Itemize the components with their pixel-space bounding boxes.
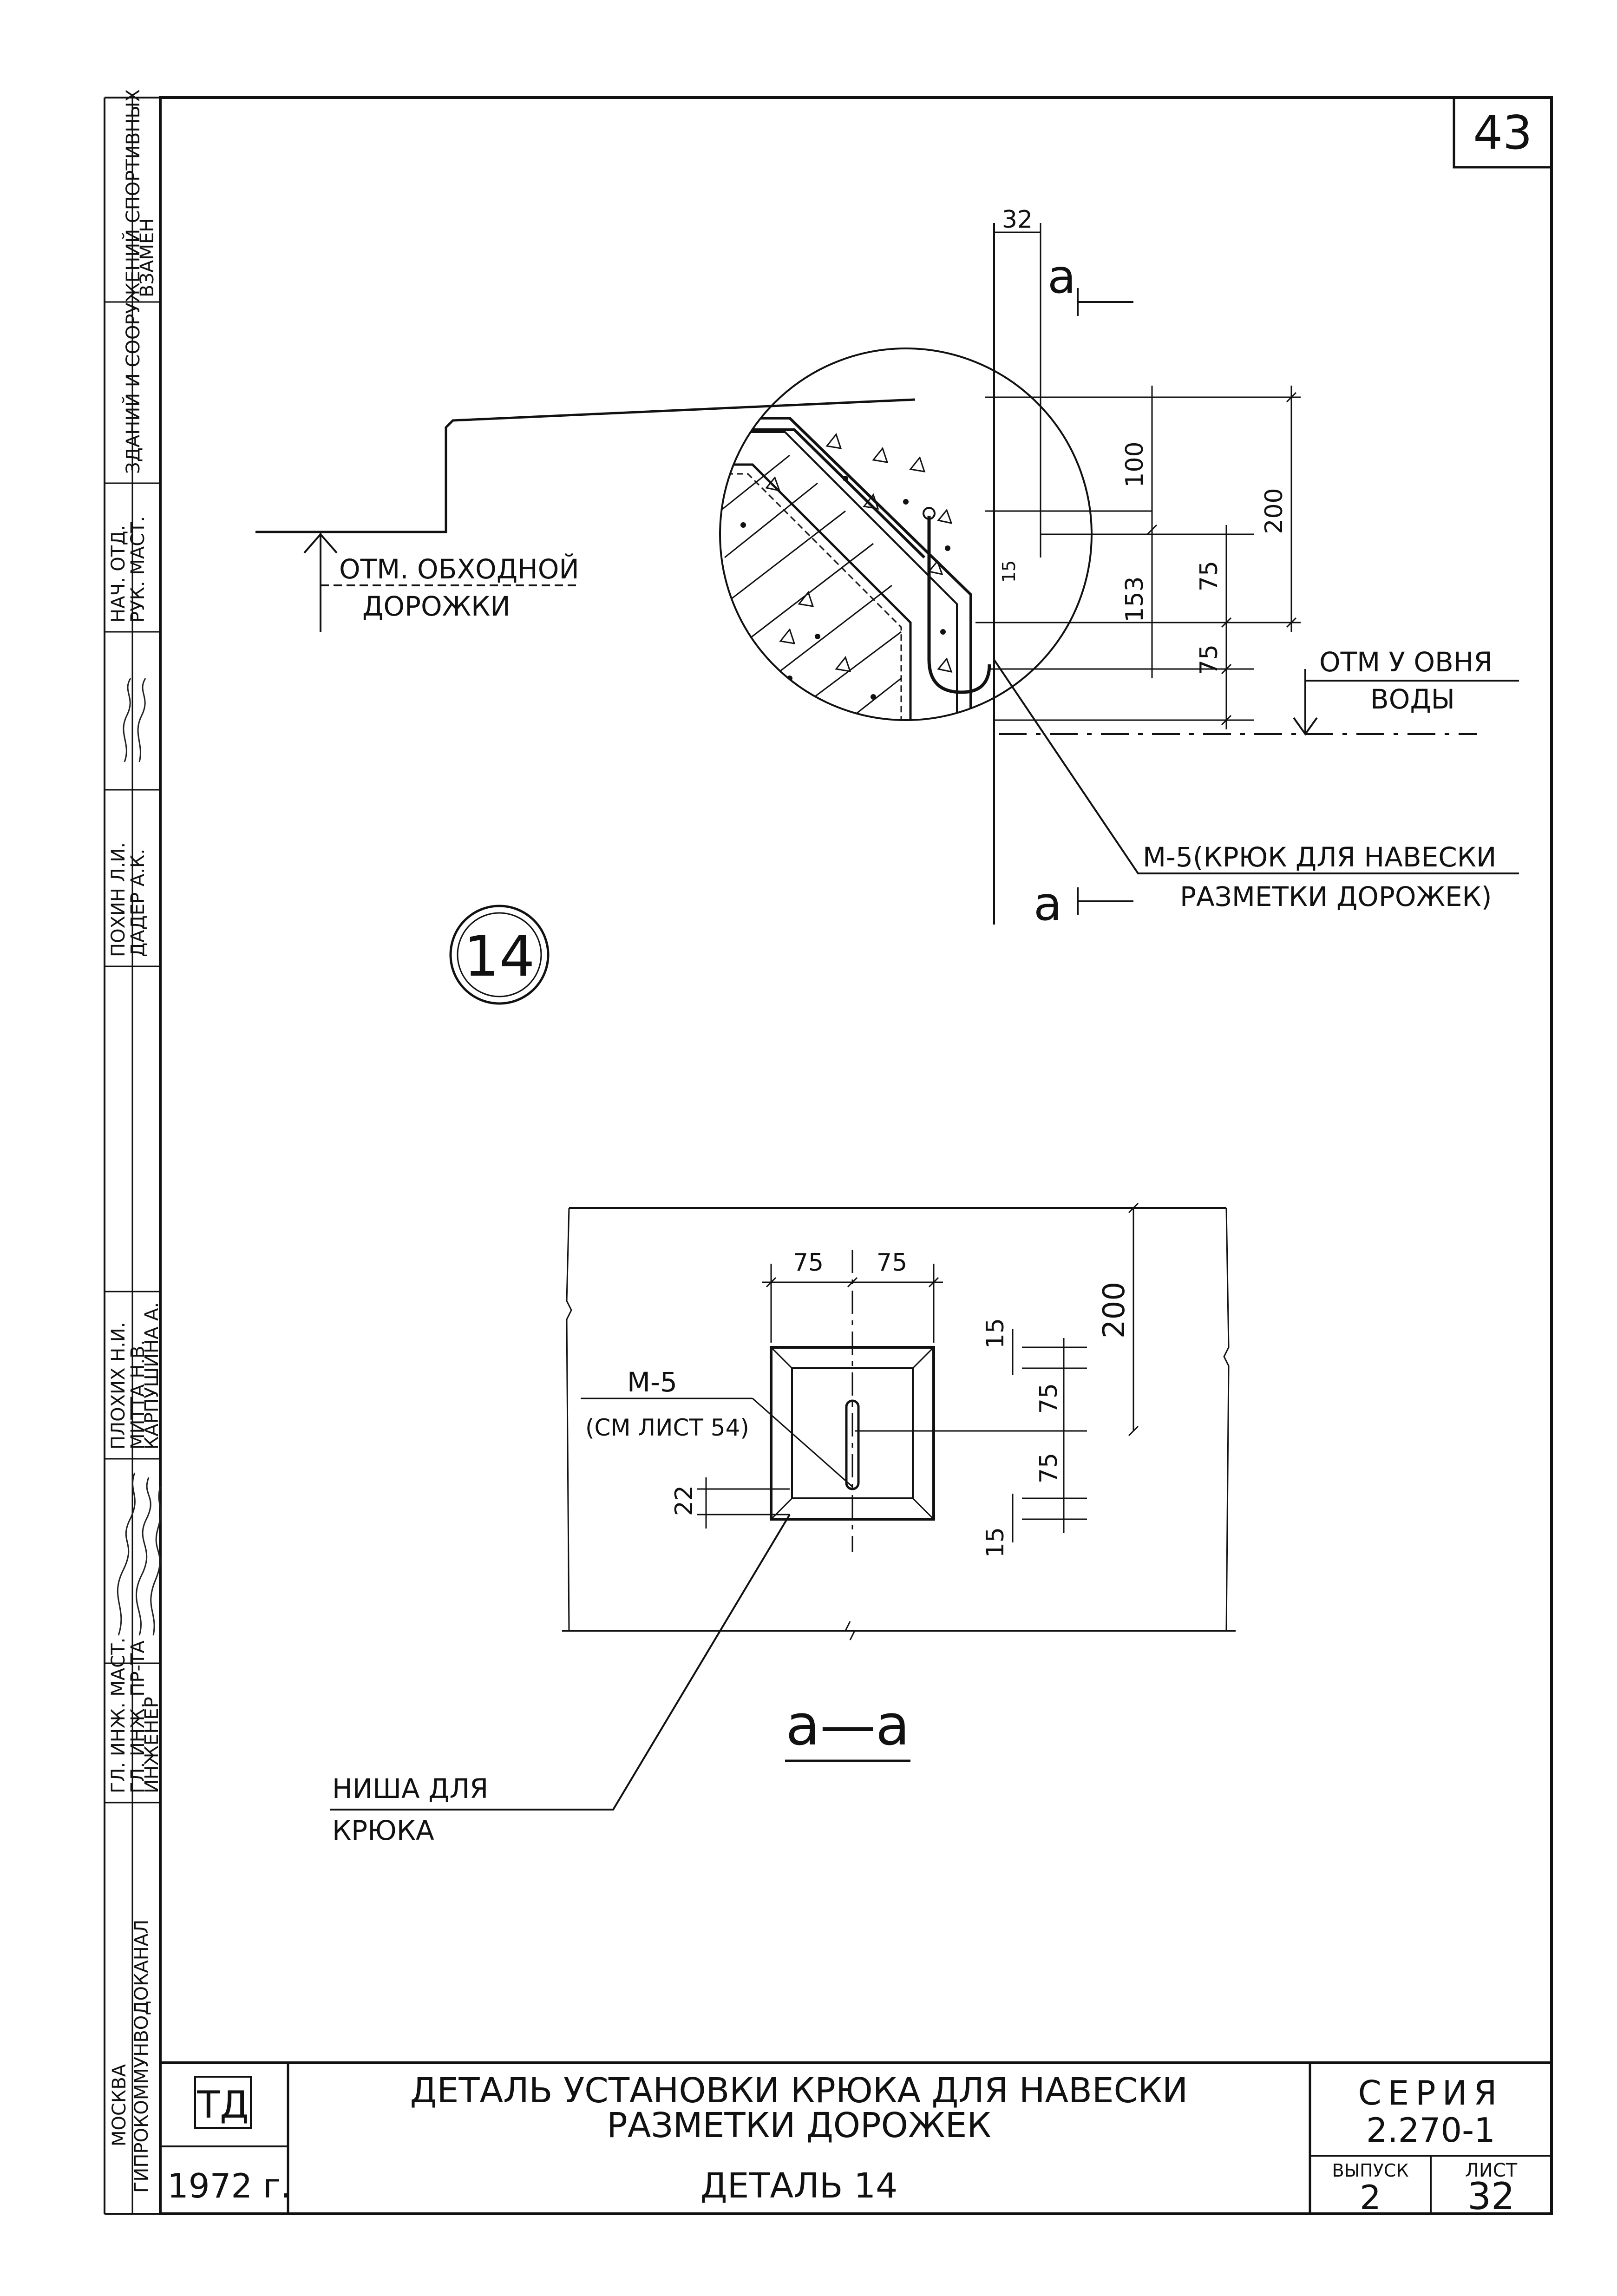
dim-75a: 75 [1195,561,1223,591]
dim-75b: 75 [1195,644,1223,675]
callout-a-bottom: a [1034,877,1062,931]
section-view [562,1207,1236,1640]
logo-td: ТД [194,2076,252,2129]
logo-text: ТД [196,2083,249,2126]
stamp-name-3: КАРПУШИНА А. [141,1302,163,1450]
sheet-value: 32 [1467,2175,1515,2218]
title-block [160,2061,1552,2214]
title-line1: ДЕТАЛЬ УСТАНОВКИ КРЮКА ДЛЯ НАВЕСКИ [410,2071,1188,2111]
top-dimension-lines [975,223,1301,729]
stamp-swap: ВЗАМЕН [137,218,158,297]
section-dimension-lines [697,1202,1139,1542]
issue-label: ВЫПУСК [1332,2160,1409,2181]
stamp-role-1: ГЛ. ИНЖ. МАСТ. [108,1638,129,1793]
stamp-org-1: МОСКВА [109,2064,130,2146]
title-line2: РАЗМЕТКИ ДОРОЖЕК [607,2106,991,2145]
water-mark-line2: ВОДЫ [1370,683,1455,715]
sec-dim-75a: 75 [793,1249,824,1277]
stamp-role-3: ГЛ. ИНЖ. ПР-ТА [127,1640,149,1793]
subtitle: ДЕТАЛЬ 14 [700,2166,898,2206]
dim-15: 15 [999,560,1019,583]
hook-label-line2: РАЗМЕТКИ ДОРОЖЕК) [1180,881,1492,912]
stamp-name-1: ПЛОХИХ Н.И. [108,1322,129,1450]
sec-dim-22: 22 [670,1485,698,1516]
stamp-role-5: ИНЖЕНЕР [141,1697,163,1793]
niche-leader [330,1514,791,1811]
sheet-frame [159,96,1553,2215]
series-value: 2.270-1 [1366,2111,1495,2150]
hook-m5 [927,516,991,694]
water-mark-line1: ОТМ У ОВНЯ [1319,646,1493,678]
dim-32: 32 [1002,206,1033,234]
walkway-profile [255,398,916,533]
side-stamp [105,301,160,1804]
m5-label: М-5 [627,1366,677,1398]
detail-marker-circle [449,905,550,1005]
sec-dim-200: 200 [1097,1282,1132,1338]
sec-dim-75b: 75 [1035,1453,1063,1483]
stamp-role-4: РУК. МАСТ. [127,516,149,623]
sec-dim-75a: 75 [1035,1383,1063,1414]
sheet-label: ЛИСТ [1465,2160,1518,2181]
detail-marker: 14 [464,925,535,989]
section-label: a—a [786,1693,910,1758]
stamp-name-5: ПОХИН Л.И. [108,842,129,957]
stamp-org-2: ГИПРОКОММУНВОДОКАНАЛ [131,1920,152,2193]
dim-153: 153 [1121,576,1149,622]
dim-200: 200 [1260,488,1288,534]
niche-label-line2: КРЮКА [332,1815,434,1846]
m5-ref: (СМ ЛИСТ 54) [585,1414,749,1441]
walkway-elevation-mark [303,532,576,632]
sec-dim-75b: 75 [877,1249,907,1277]
series-label: СЕРИЯ [1358,2073,1503,2112]
sec-dim-15a: 15 [982,1318,1009,1349]
stamp-role-2: НАЧ. ОТД. [108,525,129,623]
side-stamp-text: МОСКВА ГИПРОКОММУНВОДОКАНАЛ ГЛ. ИНЖ. МАС… [108,89,163,2193]
dim-100: 100 [1121,441,1149,487]
niche-label-line1: НИША ДЛЯ [332,1773,488,1804]
stamp-dept: ЗДАНИЙ И СООРУЖЕНИЙ СПОРТИВНЫХ [122,89,144,474]
callout-a-top: a [1047,249,1076,304]
hook-label-line1: М-5(КРЮК ДЛЯ НАВЕСКИ [1143,841,1496,873]
stamp-name-4: ДАДЕР А.К. [127,849,149,957]
year: 1972 г. [167,2166,291,2205]
walkway-mark-line2: ДОРОЖКИ [362,590,511,622]
corner-number-box [1453,96,1553,169]
stamp-name-2: МИТТА Н.В. [127,1340,149,1450]
corner-number: 43 [1473,105,1532,160]
signatures [117,678,162,1636]
walkway-mark-line1: ОТМ. ОБХОДНОЙ [339,553,579,585]
sec-dim-15b: 15 [982,1527,1009,1558]
water-level-mark [999,669,1519,736]
issue-value: 2 [1360,2178,1381,2217]
